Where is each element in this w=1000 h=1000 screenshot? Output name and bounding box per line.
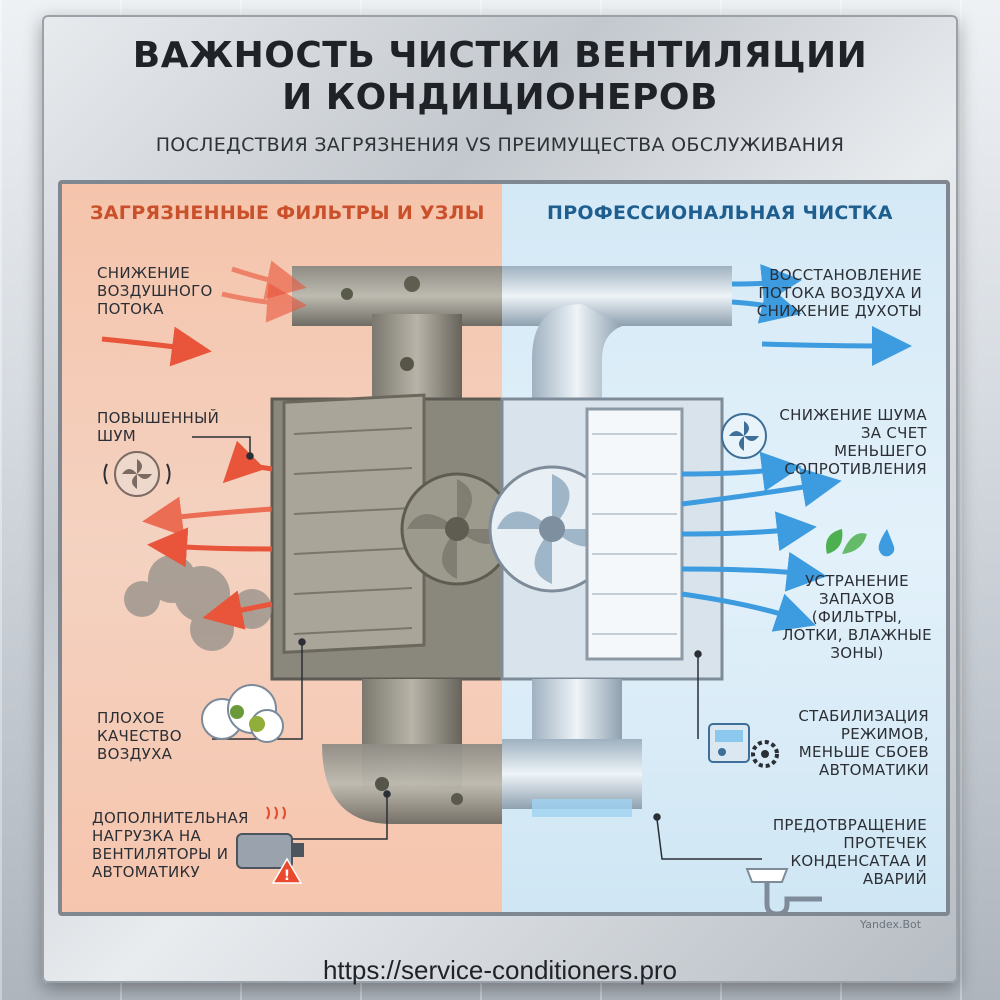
- control-panel-gear-icon: [708, 723, 779, 768]
- fan-icon: [103, 451, 171, 497]
- dirty-top-duct: [292, 266, 502, 414]
- clean-top-duct: [502, 266, 732, 409]
- motor-warning-icon: !: [236, 806, 304, 884]
- watermark: Yandex.Bot: [860, 918, 922, 931]
- label-odor-removal: УСТРАНЕНИЕ ЗАПАХОВ: [805, 572, 909, 608]
- title-line-2: И КОНДИЦИОНЕРОВ: [282, 77, 718, 118]
- label-noise-reduction: СНИЖЕНИЕ ШУМА ЗА СЧЕТ МЕНЬШЕГО СОПРОТИВЛ…: [779, 406, 927, 478]
- dirty-airflow-arrows: [101, 260, 307, 630]
- label-increased-noise: ПОВЫШЕННЫЙ ШУМ: [97, 409, 220, 445]
- clean-bottom-duct: [502, 679, 642, 817]
- drain-trap-icon: [745, 868, 822, 912]
- ventilation-illustration: !: [101, 260, 912, 912]
- website-url[interactable]: https://service-conditioners.pro: [322, 955, 678, 985]
- label-extra-load: ДОПОЛНИТЕЛЬНАЯ НАГРУЗКА НА ВЕНТИЛЯТОРЫ И…: [92, 809, 249, 881]
- clean-section-header: ПРОФЕССИОНАЛЬНАЯ ЧИСТКА: [547, 202, 893, 224]
- callout-lines: [192, 436, 762, 860]
- dirty-unit-box: [270, 393, 514, 681]
- title-line-1: ВАЖНОСТЬ ЧИСТКИ ВЕНТИЛЯЦИИ: [132, 35, 868, 76]
- clean-airflow-arrows: [681, 264, 912, 632]
- svg-text:!: !: [284, 868, 290, 884]
- label-reduced-airflow: СНИЖЕНИЕ ВОЗДУШНОГО ПОТОКА: [97, 264, 213, 318]
- page-subtitle: ПОСЛЕДСТВИЯ ЗАГРЯЗНЕНИЯ VS ПРЕИМУЩЕСТВА …: [155, 134, 845, 156]
- dirty-bottom-duct: [322, 679, 502, 824]
- label-leak-prevention: ПРЕДОТВРАЩЕНИЕ ПРОТЕЧЕК КОНДЕНСАТАА И АВ…: [772, 816, 927, 888]
- clean-fan-icon: [721, 413, 767, 459]
- comparison-frame: ! ЗАГРЯЗНЕННЫЕ ФИЛЬТРЫ И УЗЛЫ ПРОФЕССИОН…: [58, 180, 950, 916]
- label-restored-airflow: ВОССТАНОВЛЕНИЕ ПОТОКА ВОЗДУХА И СНИЖЕНИЕ…: [756, 266, 922, 320]
- virus-cloud-icon: [201, 684, 284, 743]
- label-stabilization: СТАБИЛИЗАЦИЯ РЕЖИМОВ, МЕНЬШЕ СБОЕВ АВТОМ…: [798, 707, 929, 779]
- dirty-section-header: ЗАГРЯЗНЕННЫЕ ФИЛЬТРЫ И УЗЛЫ: [90, 202, 485, 224]
- page-title: ВАЖНОСТЬ ЧИСТКИ ВЕНТИЛЯЦИИ И КОНДИЦИОНЕР…: [0, 35, 1000, 119]
- leaf-drop-icon: [826, 529, 895, 557]
- label-odor-note: (ФИЛЬТРЫ, ЛОТКИ, ВЛАЖНЫЕ ЗОНЫ): [782, 608, 932, 662]
- label-poor-air-quality: ПЛОХОЕ КАЧЕСТВО ВОЗДУХА: [97, 709, 182, 763]
- dust-cloud: [124, 555, 272, 651]
- clean-unit-box: [488, 397, 724, 681]
